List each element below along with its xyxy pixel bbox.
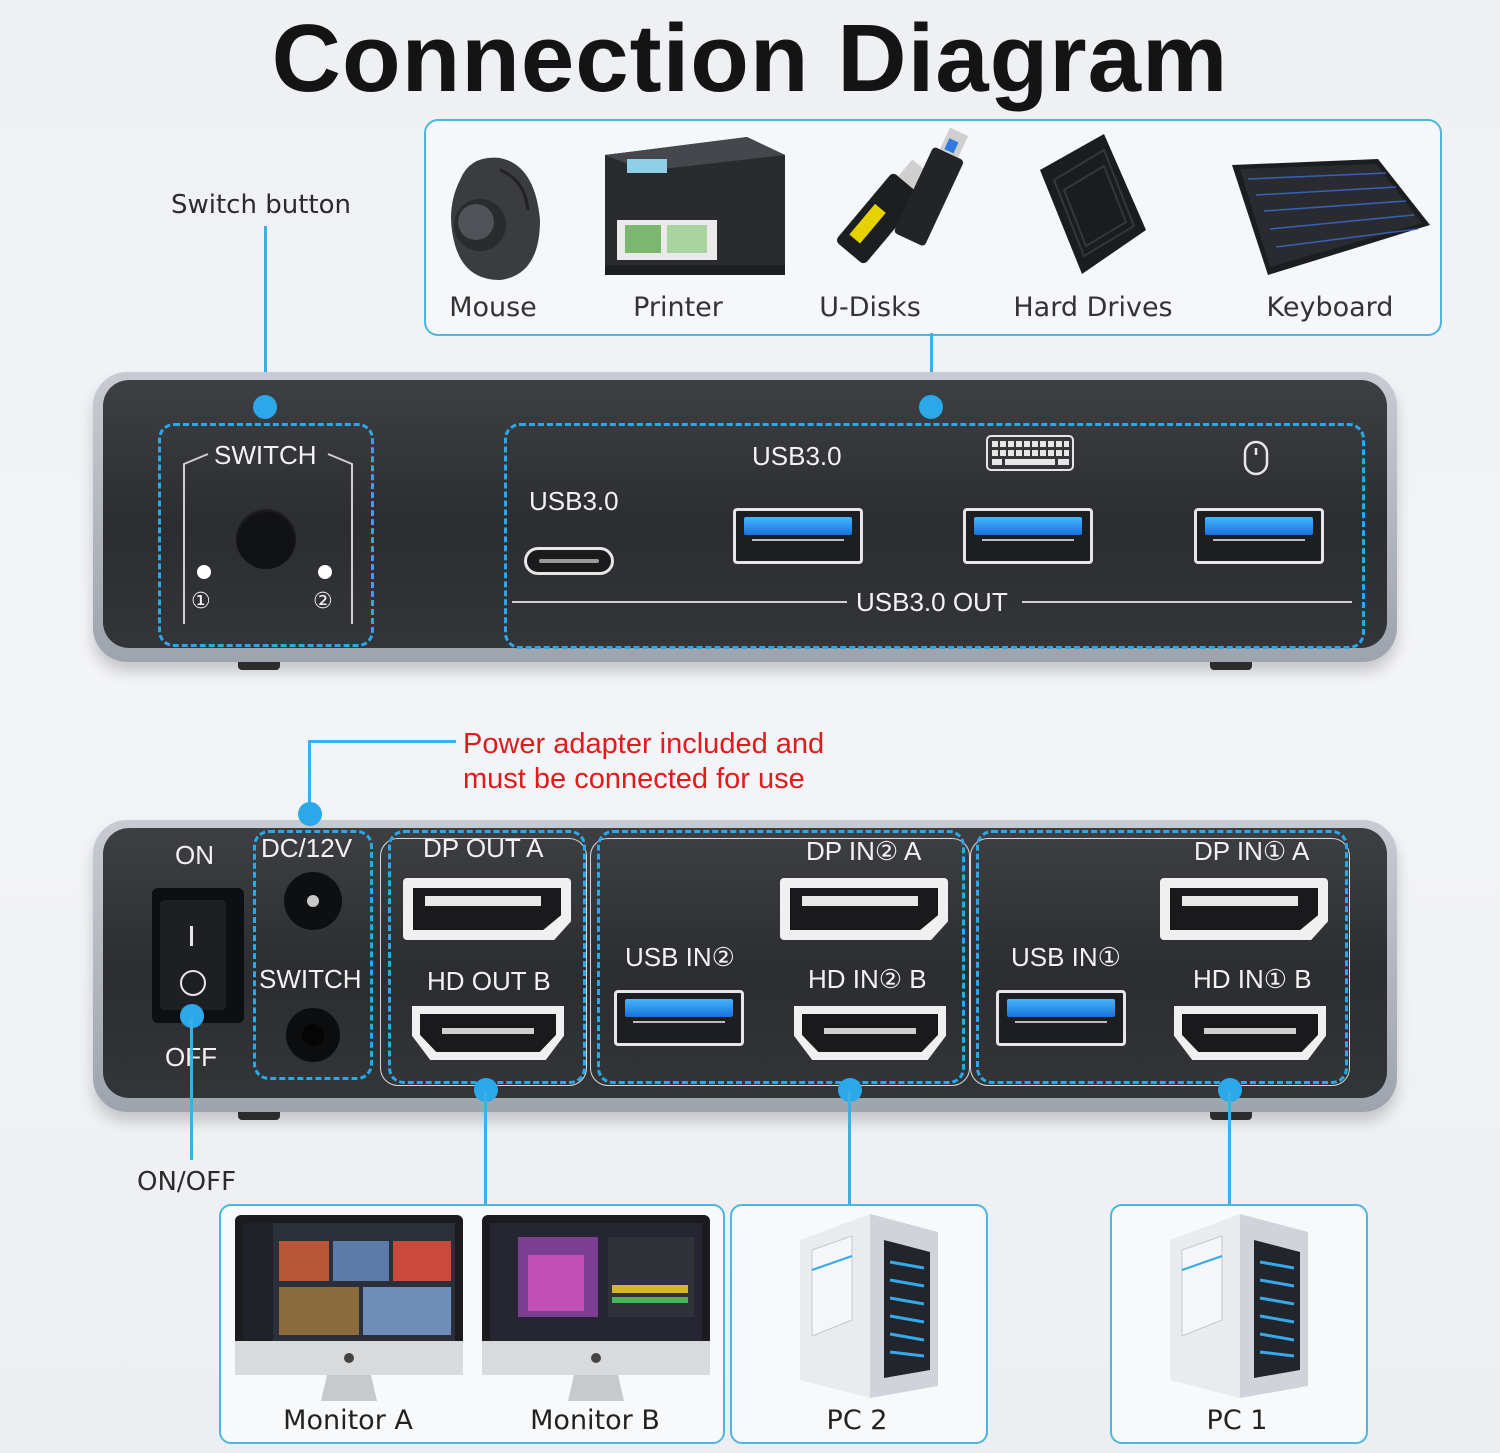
- hd-in2-b-label: HD IN② B: [808, 964, 927, 994]
- led-pc1: [197, 565, 211, 579]
- dp-in1-a-port[interactable]: [1160, 878, 1328, 940]
- led-pc2: [318, 565, 332, 579]
- usb-out-label: USB3.0 OUT: [856, 587, 1008, 617]
- front-foot-left: [238, 662, 280, 670]
- onoff-callout-line: [190, 1018, 193, 1160]
- usb-in1-label: USB IN①: [1011, 942, 1121, 972]
- dc-jack[interactable]: [284, 872, 342, 930]
- front-foot-right: [1210, 662, 1252, 670]
- power-note-line1: Power adapter included and: [463, 728, 825, 760]
- switch-button[interactable]: [236, 509, 296, 569]
- hd-out-b-port[interactable]: [412, 1006, 564, 1060]
- power-callout-dot: [298, 802, 322, 826]
- pc2-label: PC 2: [826, 1405, 888, 1436]
- keyboard-port-icon: [986, 435, 1074, 471]
- switch-callout-line: [264, 226, 267, 406]
- pc1-callout-line: [1228, 1092, 1231, 1204]
- udisks-label: U-Disks: [819, 292, 921, 323]
- dp-out-a-label: DP OUT A: [423, 833, 544, 863]
- pc2-group: [597, 830, 965, 1084]
- switch-jack-label: SWITCH: [259, 964, 362, 994]
- hard-drive-icon: [1040, 134, 1146, 274]
- hd-in1-b-label: HD IN① B: [1193, 964, 1312, 994]
- dp-in2-a-label: DP IN② A: [806, 836, 922, 866]
- power-note-line2: must be connected for use: [463, 763, 805, 795]
- peripherals-callout-line: [930, 333, 933, 407]
- usb-out-divider-right: [1022, 601, 1352, 603]
- power-rocker-switch[interactable]: [152, 888, 244, 1023]
- usbc-port[interactable]: [524, 547, 614, 575]
- usb-out-callout-dot: [919, 395, 943, 419]
- usb-out-port-keyboard[interactable]: [963, 508, 1093, 564]
- usba-label: USB3.0: [752, 441, 842, 471]
- printer-icon: [605, 137, 785, 275]
- usb-out-port-1[interactable]: [733, 508, 863, 564]
- switch-callout-dot: [253, 395, 277, 419]
- pc2-group-frame: [590, 838, 970, 1086]
- pc1-group: [976, 830, 1348, 1084]
- pc2-tower-icon: [800, 1214, 938, 1398]
- usb-in2-port[interactable]: [614, 990, 744, 1046]
- usbc-label: USB3.0: [529, 486, 619, 516]
- switch-jack[interactable]: [286, 1008, 340, 1062]
- monitors-callout-line: [484, 1092, 487, 1204]
- mouse-label: Mouse: [449, 292, 537, 323]
- keyboard-label: Keyboard: [1266, 292, 1394, 323]
- page-title: Connection Diagram: [271, 5, 1229, 112]
- onoff-callout: ON/OFF: [137, 1167, 237, 1197]
- power-callout-line-v: [308, 740, 311, 814]
- mouse-icon: [451, 157, 540, 280]
- usb-out-port-mouse[interactable]: [1194, 508, 1324, 564]
- hd-in1-b-port[interactable]: [1174, 1006, 1326, 1060]
- pc1-tower-icon: [1170, 1214, 1308, 1398]
- usb-in2-label: USB IN②: [625, 942, 735, 972]
- switch-button-callout: Switch button: [171, 190, 351, 220]
- on-label: ON: [175, 840, 214, 870]
- usb-out-area: [504, 423, 1365, 649]
- dc-switch-area: [253, 830, 373, 1080]
- monitor-a-icon: [235, 1215, 463, 1401]
- rear-foot-right: [1210, 1112, 1252, 1120]
- hd-in2-b-port[interactable]: [794, 1006, 946, 1060]
- pc2-callout-line: [848, 1092, 851, 1204]
- power-callout-line-h: [308, 740, 456, 743]
- led-pc1-label: ①: [191, 589, 211, 614]
- dc-label: DC/12V: [261, 833, 353, 863]
- dp-in2-a-port[interactable]: [780, 878, 948, 940]
- rear-foot-left: [238, 1112, 280, 1120]
- usb-drive-icon: [837, 128, 969, 264]
- mouse-port-icon: [1243, 440, 1269, 476]
- switch-bracket: [183, 453, 353, 624]
- hd-out-b-label: HD OUT B: [427, 966, 551, 996]
- pc1-group-frame: [970, 838, 1350, 1086]
- dp-out-a-port[interactable]: [403, 878, 571, 940]
- switch-area: [158, 423, 374, 647]
- switch-label: SWITCH: [214, 440, 317, 470]
- monitor-b-icon: [482, 1215, 710, 1401]
- usb-in1-port[interactable]: [996, 990, 1126, 1046]
- printer-label: Printer: [633, 292, 723, 323]
- pc1-label: PC 1: [1206, 1405, 1268, 1436]
- monitor-a-label: Monitor A: [283, 1405, 413, 1436]
- dp-in1-a-label: DP IN① A: [1194, 836, 1310, 866]
- led-pc2-label: ②: [313, 589, 333, 614]
- hard-drives-label: Hard Drives: [1013, 292, 1173, 323]
- usb-out-divider-left: [512, 601, 847, 603]
- keyboard-icon: [1232, 159, 1430, 275]
- monitor-b-label: Monitor B: [530, 1405, 660, 1436]
